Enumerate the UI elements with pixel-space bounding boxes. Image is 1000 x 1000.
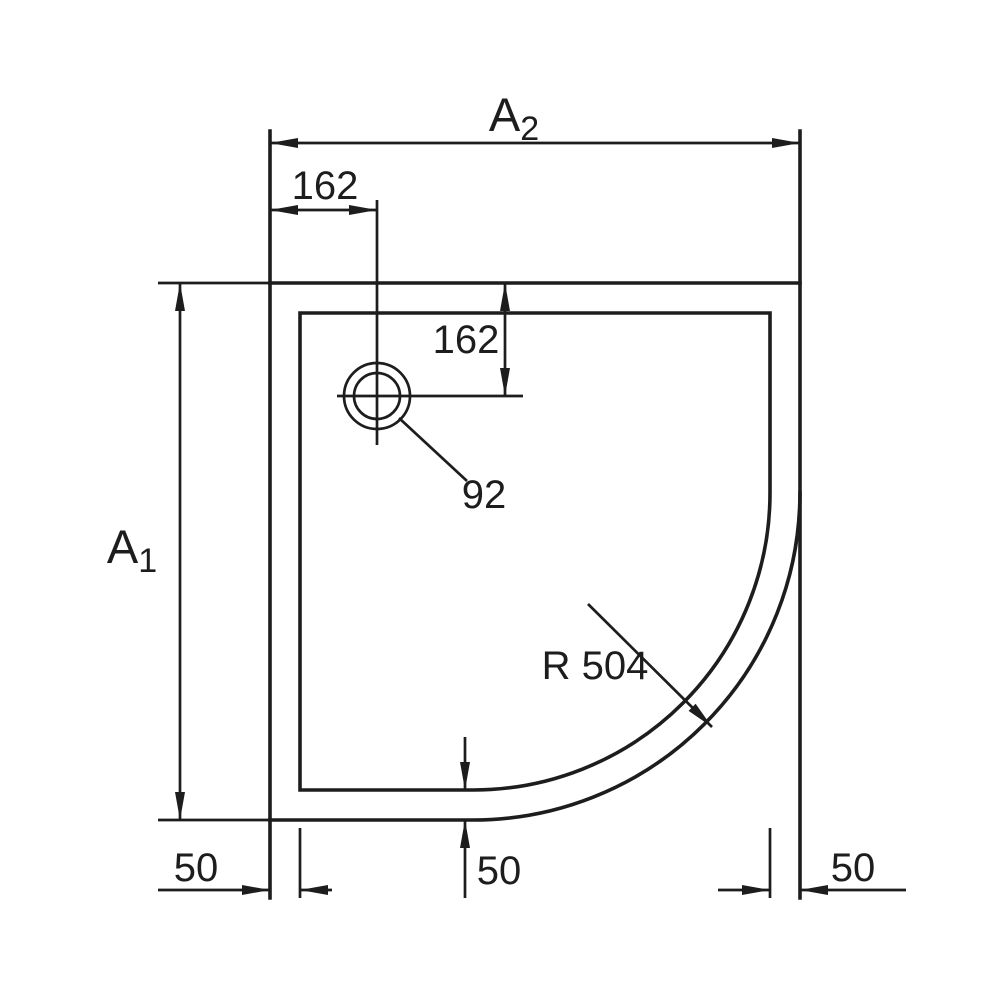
dim-label-corner-radius: R 504	[542, 644, 649, 688]
dim-label-rim-left: 50	[174, 846, 219, 890]
dim-label-drain-offset-vertical: 162	[433, 318, 500, 362]
leader-line-corner-radius	[587, 603, 713, 728]
dim-label-rim-bottom: 50	[477, 849, 522, 893]
dim-label-rim-right: 50	[831, 846, 876, 890]
dim-label-drain-offset-horizontal: 162	[292, 164, 359, 208]
dim-label-drain-diameter: 92	[462, 473, 507, 517]
tray-inner-outline	[298, 311, 772, 792]
tray-outer-outline	[268, 281, 802, 822]
leader-line-drain-diameter	[398, 417, 468, 482]
dim-label-overall-height: A1	[107, 520, 157, 580]
dim-label-overall-width: A2	[489, 88, 539, 148]
